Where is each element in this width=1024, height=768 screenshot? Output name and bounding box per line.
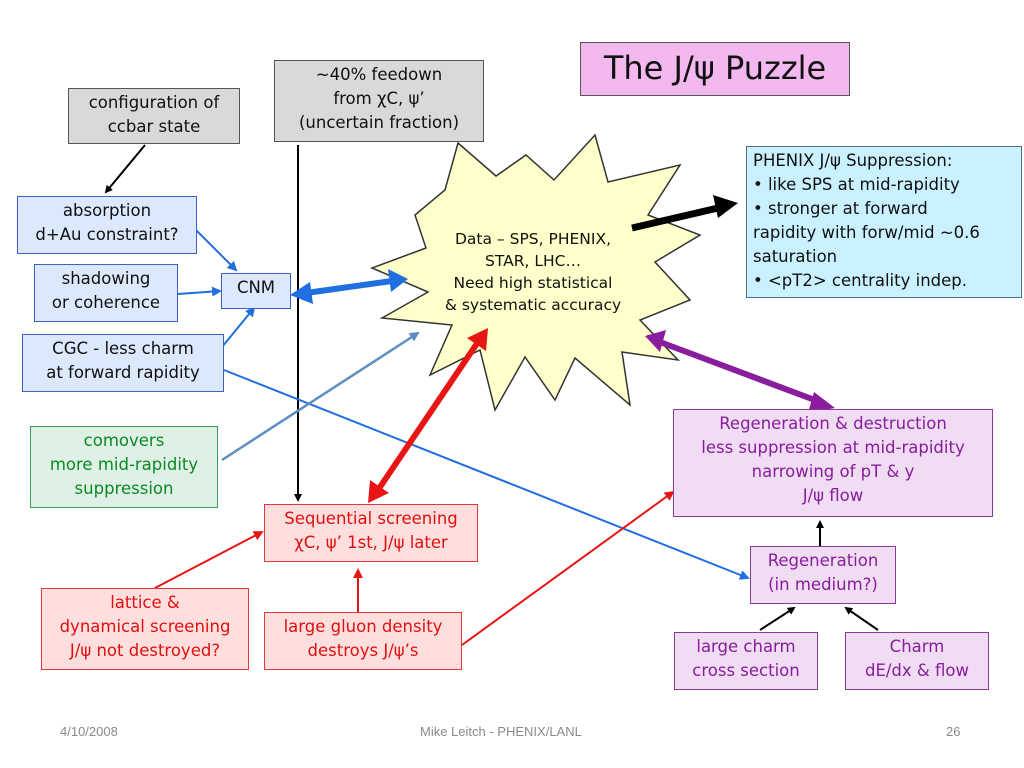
arrow-star-regen [645, 330, 835, 413]
comovers-box: comovers more mid-rapidity suppression [30, 426, 218, 508]
absorption-box: absorption d+Au constraint? [17, 196, 197, 254]
arrow-cgc-regen-medium [223, 369, 750, 580]
box-line: destroys J/ψ’s [307, 641, 419, 660]
box-line: (in medium?) [768, 575, 878, 594]
box-line: • stronger at forward [753, 199, 928, 218]
regeneration-medium-box: Regeneration (in medium?) [750, 546, 896, 604]
footer-page-number: 26 [946, 724, 961, 739]
arrow-charmde-regen-medium [844, 606, 879, 631]
box-line: large gluon density [283, 617, 443, 636]
star-text: Data – SPS, PHENIX, STAR, LHC… Need high… [408, 228, 658, 316]
star-line: & systematic accuracy [444, 296, 622, 314]
box-line: dynamical screening [59, 617, 231, 636]
arrow-charmcs-regen-medium [759, 606, 796, 631]
arrow-shadowing-cnm [177, 286, 222, 297]
arrow-absorption-cnm [195, 229, 238, 272]
box-line: d+Au constraint? [35, 225, 179, 244]
phenix-suppression-box: PHENIX J/ψ Suppression: • like SPS at mi… [746, 146, 1022, 298]
central-star [369, 133, 702, 413]
star-line: Need high statistical [453, 274, 613, 292]
box-line: or coherence [51, 293, 161, 312]
box-line: χC, ψ’ 1st, J/ψ later [294, 533, 448, 552]
box-line: Sequential screening [284, 509, 458, 528]
box-line: Regeneration & destruction [719, 414, 947, 433]
box-line: rapidity with forw/mid ~0.6 [753, 223, 980, 242]
box-line: Regeneration [767, 551, 879, 570]
slide-title: The J/ψ Puzzle [580, 42, 850, 96]
configuration-box: configuration of ccbar state [68, 88, 240, 144]
box-line: ccbar state [107, 117, 201, 136]
box-line: more mid-rapidity [49, 455, 199, 474]
box-line: configuration of [88, 93, 220, 112]
arrow-cnm-star [290, 269, 408, 304]
charm-dedx-box: Charm dE/dx & flow [845, 632, 989, 690]
gluon-density-box: large gluon density destroys J/ψ’s [264, 612, 462, 670]
footer-author: Mike Leitch - PHENIX/LANL [420, 724, 582, 739]
box-line: lattice & [110, 593, 180, 612]
box-line: J/ψ not destroyed? [69, 641, 221, 660]
box-line: • <pT2> centrality indep. [753, 271, 968, 290]
footer-date: 4/10/2008 [60, 724, 118, 739]
box-line: comovers [83, 431, 165, 450]
box-line: shadowing [61, 269, 151, 288]
box-line: saturation [753, 247, 838, 266]
box-line: at forward rapidity [46, 363, 200, 382]
box-line: narrowing of pT & y [751, 462, 915, 481]
box-line: CNM [236, 278, 276, 297]
regeneration-destruction-box: Regeneration & destruction less suppress… [673, 409, 993, 517]
arrow-star-sequential [368, 328, 488, 503]
box-line: absorption [62, 201, 152, 220]
box-line: PHENIX J/ψ Suppression: [753, 151, 953, 170]
cnm-box: CNM [221, 273, 291, 309]
box-line: large charm [696, 637, 796, 656]
charm-cross-section-box: large charm cross section [674, 632, 818, 690]
arrow-star-phenix [631, 195, 738, 232]
lattice-box: lattice & dynamical screening J/ψ not de… [41, 588, 249, 670]
box-line: from χC, ψ’ [333, 89, 425, 108]
arrow-gluon-regen [461, 490, 675, 646]
star-line: Data – SPS, PHENIX, [455, 230, 611, 248]
box-line: J/ψ flow [802, 486, 864, 505]
arrow-lattice-sequential [154, 531, 264, 589]
sequential-screening-box: Sequential screening χC, ψ’ 1st, J/ψ lat… [264, 504, 478, 562]
box-line: ~40% feedown [315, 65, 443, 84]
box-line: • like SPS at mid-rapidity [753, 175, 960, 194]
feedown-box: ~40% feedown from χC, ψ’ (uncertain frac… [274, 60, 484, 142]
arrow-config-absorption [104, 144, 146, 194]
box-line: suppression [74, 479, 174, 498]
box-line: (uncertain fraction) [298, 113, 460, 132]
arrow-cgc-cnm [221, 306, 256, 348]
box-line: less suppression at mid-rapidity [701, 438, 965, 457]
box-line: Charm [889, 637, 945, 656]
cgc-box: CGC - less charm at forward rapidity [22, 334, 224, 392]
star-line: STAR, LHC… [485, 252, 581, 270]
box-line: CGC - less charm [52, 339, 194, 358]
box-line: cross section [692, 661, 800, 680]
shadowing-box: shadowing or coherence [34, 264, 178, 322]
arrow-comovers-star [221, 331, 420, 462]
box-line: dE/dx & flow [864, 661, 970, 680]
